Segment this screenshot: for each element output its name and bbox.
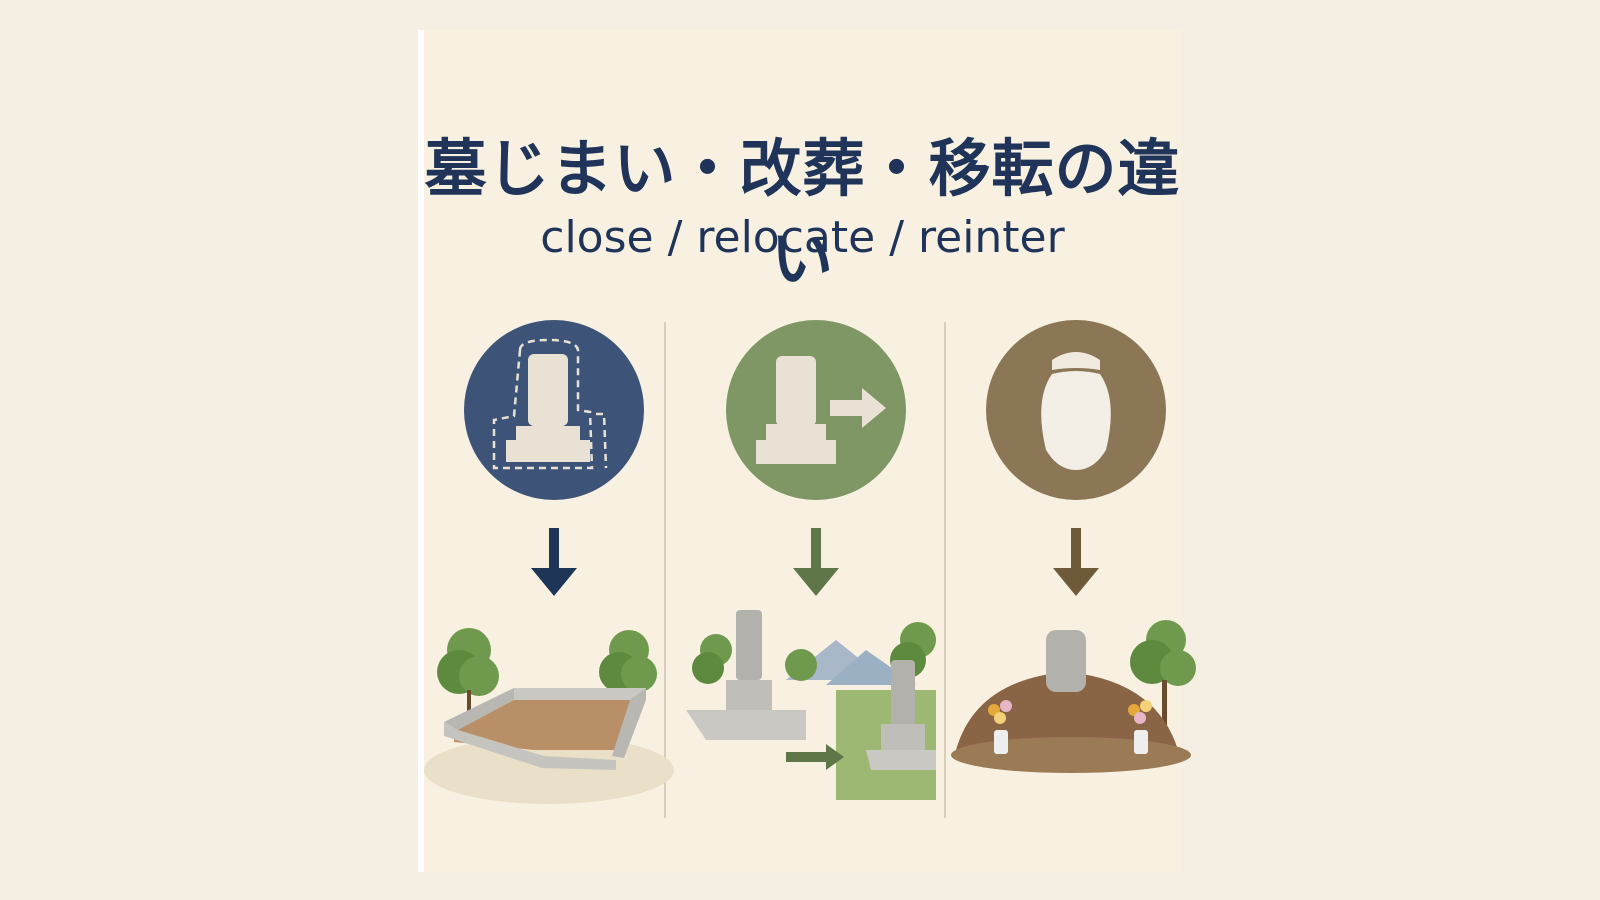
new-grave-mound-illustration: [951, 620, 1196, 773]
column-divider: [664, 322, 666, 818]
column-reinter: [946, 320, 1196, 820]
gravestone-dashed-outline-icon: [492, 338, 608, 470]
page-title: 墓じまい・改葬・移転の違い: [424, 132, 1181, 295]
page-subtitle: close / relocate / reinter: [540, 212, 1065, 263]
urn-icon: [1041, 352, 1111, 470]
gravestone-relocation-illustration: [686, 610, 936, 800]
down-arrow-icon: [1053, 528, 1099, 596]
close-circle: [464, 320, 644, 500]
down-arrow-icon: [531, 528, 577, 596]
empty-grave-plot-illustration: [424, 628, 674, 804]
column-close: [424, 320, 674, 820]
gravestone-move-icon: [756, 356, 886, 464]
reinter-circle: [986, 320, 1166, 500]
relocate-circle: [726, 320, 906, 500]
column-divider: [944, 322, 946, 818]
down-arrow-icon: [793, 528, 839, 596]
infographic-panel: 墓じまい・改葬・移転の違い close / relocate / reinter: [418, 30, 1196, 872]
column-relocate: [686, 320, 936, 820]
